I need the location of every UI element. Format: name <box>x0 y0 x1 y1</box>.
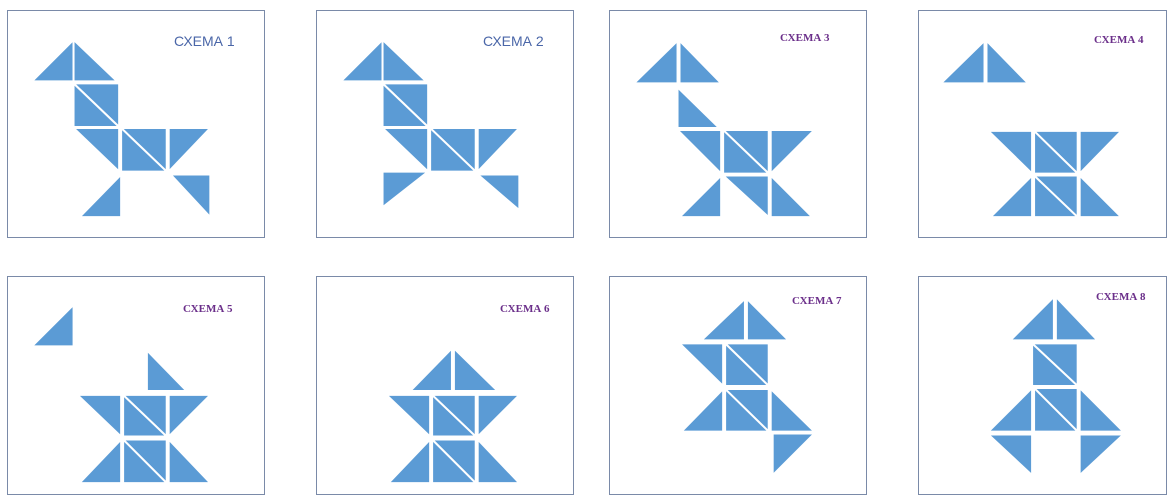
piece-triangle <box>478 440 520 484</box>
scheme-title: СХЕМА 2 <box>483 33 544 49</box>
piece-triangle <box>478 128 520 172</box>
scheme-card-3: СХЕМА 3 <box>609 10 867 238</box>
piece-triangle <box>988 388 1032 432</box>
scheme-title: СХЕМА 5 <box>183 303 233 315</box>
piece-triangle <box>169 128 211 172</box>
piece-triangle <box>701 299 745 341</box>
piece-triangle <box>1080 388 1124 432</box>
piece-triangle <box>32 305 74 347</box>
piece-triangle <box>723 176 769 218</box>
piece-triangle <box>680 176 722 218</box>
scheme-title: СХЕМА 8 <box>1096 291 1146 303</box>
scheme-card-8: СХЕМА 8 <box>918 276 1167 495</box>
piece-triangle <box>80 175 122 218</box>
piece-triangle <box>169 440 211 484</box>
piece-triangle <box>988 435 1032 476</box>
piece-triangle <box>771 130 815 174</box>
scheme-title: СХЕМА 7 <box>792 295 842 307</box>
scheme-card-2: СХЕМА 2 <box>316 10 574 238</box>
piece-triangle <box>1080 435 1124 476</box>
piece-triangle <box>1056 297 1098 341</box>
piece-triangle <box>169 395 211 437</box>
scheme-card-5: СХЕМА 5 <box>7 276 265 495</box>
piece-triangle <box>383 128 429 172</box>
scheme-title: СХЕМА 6 <box>500 303 550 315</box>
piece-triangle <box>682 389 724 432</box>
scheme-title: СХЕМА 3 <box>780 32 830 44</box>
piece-triangle <box>1080 176 1122 218</box>
scheme-card-6: СХЕМА 6 <box>316 276 574 495</box>
piece-triangle <box>478 395 520 437</box>
scheme-card-7: СХЕМА 7 <box>609 276 867 495</box>
scheme-8-figure <box>919 277 1166 494</box>
scheme-card-1: СХЕМА 1 <box>7 10 265 238</box>
piece-triangle <box>410 348 452 391</box>
piece-triangle <box>988 131 1032 174</box>
piece-triangle <box>1080 131 1122 174</box>
piece-triangle <box>1010 297 1054 341</box>
piece-triangle <box>941 41 985 84</box>
piece-triangle <box>171 175 211 218</box>
piece-triangle <box>990 176 1032 218</box>
piece-triangle <box>383 40 427 82</box>
piece-triangle <box>771 389 815 432</box>
piece-triangle <box>383 172 429 208</box>
piece-triangle <box>78 395 122 437</box>
scheme-3-figure <box>610 11 866 237</box>
piece-triangle <box>74 40 118 82</box>
scheme-7-figure <box>610 277 866 494</box>
piece-triangle <box>32 40 74 82</box>
piece-triangle <box>80 440 122 484</box>
piece-triangle <box>773 434 815 476</box>
scheme-title: СХЕМА 4 <box>1094 34 1144 46</box>
piece-triangle <box>747 299 789 341</box>
piece-triangle <box>680 41 722 84</box>
piece-triangle <box>678 130 722 174</box>
piece-triangle <box>454 348 498 391</box>
piece-triangle <box>341 40 383 82</box>
piece-triangle <box>389 440 431 484</box>
piece-triangle <box>478 175 520 211</box>
piece-triangle <box>678 87 720 128</box>
piece-triangle <box>74 128 120 172</box>
piece-triangle <box>634 41 678 84</box>
piece-triangle <box>680 343 724 386</box>
piece-triangle <box>986 41 1028 84</box>
piece-triangle <box>771 176 813 218</box>
piece-triangle <box>387 395 431 437</box>
scheme-title: СХЕМА 1 <box>174 33 235 49</box>
scheme-card-4: СХЕМА 4 <box>918 10 1167 238</box>
piece-triangle <box>147 350 187 391</box>
